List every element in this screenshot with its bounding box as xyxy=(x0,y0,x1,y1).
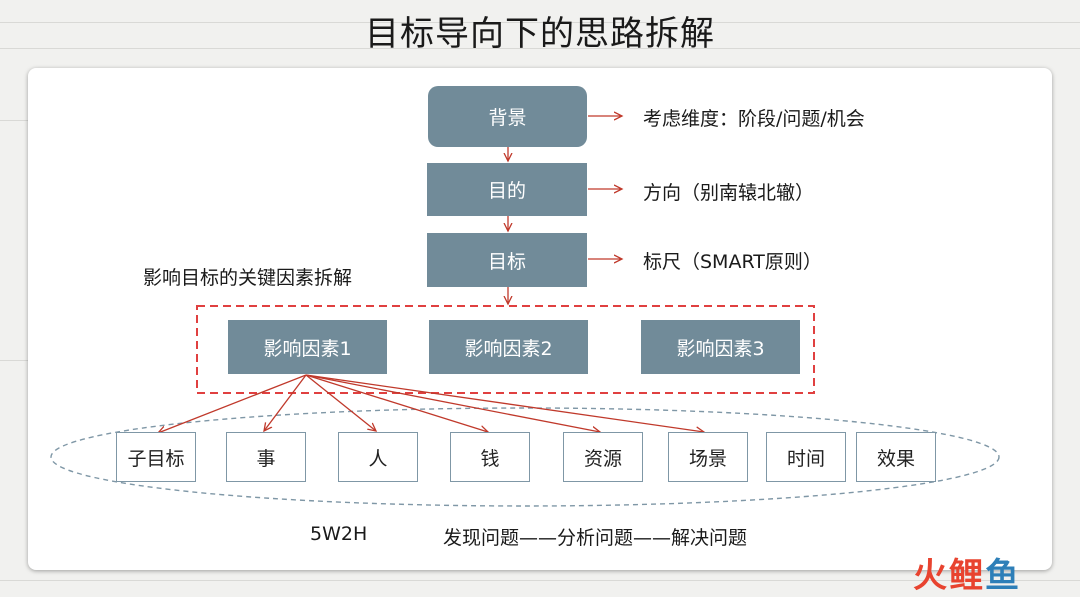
node-background: 背景 xyxy=(428,86,587,147)
sub-item: 事 xyxy=(226,432,306,482)
diagram-card xyxy=(28,68,1052,570)
sub-item: 子目标 xyxy=(116,432,196,482)
sub-item: 场景 xyxy=(668,432,748,482)
factors-heading: 影响目标的关键因素拆解 xyxy=(143,267,353,289)
background-line xyxy=(0,22,1080,23)
sub-item: 资源 xyxy=(563,432,643,482)
background-line xyxy=(0,360,30,361)
watermark-char: 鱼 xyxy=(985,556,1021,596)
background-line xyxy=(0,48,1080,49)
watermark-char: 鲤 xyxy=(949,556,985,596)
arrow-factor1-to-sub xyxy=(305,374,600,432)
arrow-factor1-to-sub xyxy=(158,374,307,433)
arrow-factor1-to-sub xyxy=(305,374,704,432)
sub-item: 钱 xyxy=(450,432,530,482)
arrow-factor1-to-sub xyxy=(305,374,376,431)
watermark-char: 火 xyxy=(913,556,949,596)
note-purpose: 方向（别南辕北辙） xyxy=(643,182,815,204)
factor-node: 影响因素1 xyxy=(228,320,387,374)
note-goal: 标尺（SMART原则） xyxy=(643,251,822,273)
page-title: 目标导向下的思路拆解 xyxy=(365,14,715,54)
footer-method: 5W2H xyxy=(310,523,368,545)
factor-node: 影响因素3 xyxy=(641,320,800,374)
sub-item: 时间 xyxy=(766,432,846,482)
node-goal: 目标 xyxy=(427,233,587,287)
node-purpose: 目的 xyxy=(427,163,587,216)
sub-items-dashed-ellipse xyxy=(50,407,1000,507)
sub-item: 人 xyxy=(338,432,418,482)
watermark-logo: 火鲤鱼 xyxy=(913,548,1021,597)
background-line xyxy=(0,120,30,121)
footer-process: 发现问题——分析问题——解决问题 xyxy=(443,527,748,549)
background-line xyxy=(0,580,1080,581)
arrow-factor1-to-sub xyxy=(264,374,307,431)
arrow-factor1-to-sub xyxy=(305,374,488,432)
factor-node: 影响因素2 xyxy=(429,320,588,374)
note-background: 考虑维度：阶段/问题/机会 xyxy=(643,108,865,130)
sub-item: 效果 xyxy=(856,432,936,482)
